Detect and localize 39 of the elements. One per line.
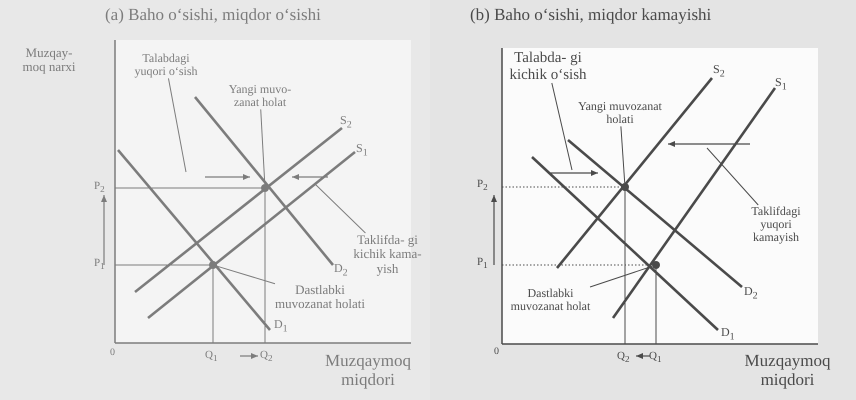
axis-title: Muzqaymoq miqdori [744,352,832,390]
callout-text: Talabdagi yuqori o‘sish [132,52,200,78]
callout-text: Dastlabki muvozanat holat [508,287,593,314]
panel-title: (a) Baho o‘sishi, miqdor o‘sishi [105,6,321,25]
origin-label: 0 [494,346,499,357]
price-label: P$_{2}$ [94,180,105,194]
curve-label: S$_{1}$ [356,142,368,158]
leader-line [590,266,652,288]
axis-title: Muzqay- moq narxi [21,46,77,75]
callout-text: Dastlabki muvozanat holati [275,283,365,312]
curve-label: S$_{2}$ [340,114,352,130]
curve-label: D$_{2}$ [744,285,758,302]
leader-line [216,266,276,284]
callout-text: Yangi muvo- zanat holat [220,83,300,110]
quantity-label: Q$_{2}$ [260,349,273,364]
callout-text: Taklifda- gi kichik kama- yish [350,233,425,276]
curve-label: D$_{1}$ [274,318,288,334]
price-label: P$_{1}$ [477,256,488,270]
leader-line [551,82,572,170]
curve-label: D$_{2}$ [334,262,348,278]
leader-line [260,108,266,184]
axis-title: Muzqaymoq miqdori [324,352,412,390]
leader-line [314,184,366,234]
curve-label: S$_{1}$ [775,76,787,92]
price-label: P$_{1}$ [94,257,105,272]
callout-text: Yangi muvozanat holati [577,100,663,126]
price-label: P$_{2}$ [477,178,488,192]
callout-text: Talabda- gi kichik o‘sish [508,50,588,83]
panel-title: (b) Baho o‘sishi, miqdor kamayishi [470,6,712,25]
origin-label: 0 [110,347,115,358]
curve-label: S$_{2}$ [713,63,725,80]
callout-text: Taklifdagi yuqori kamayish [740,205,812,245]
leader-line [706,148,759,206]
leader-line [168,78,186,172]
quantity-label: Q$_{1}$ [205,349,218,364]
leader-line [620,126,626,184]
quantity-label: Q$_{1}$ [649,350,662,364]
curve-label: D$_{1}$ [721,326,735,342]
quantity-label: Q$_{2}$ [617,350,630,364]
